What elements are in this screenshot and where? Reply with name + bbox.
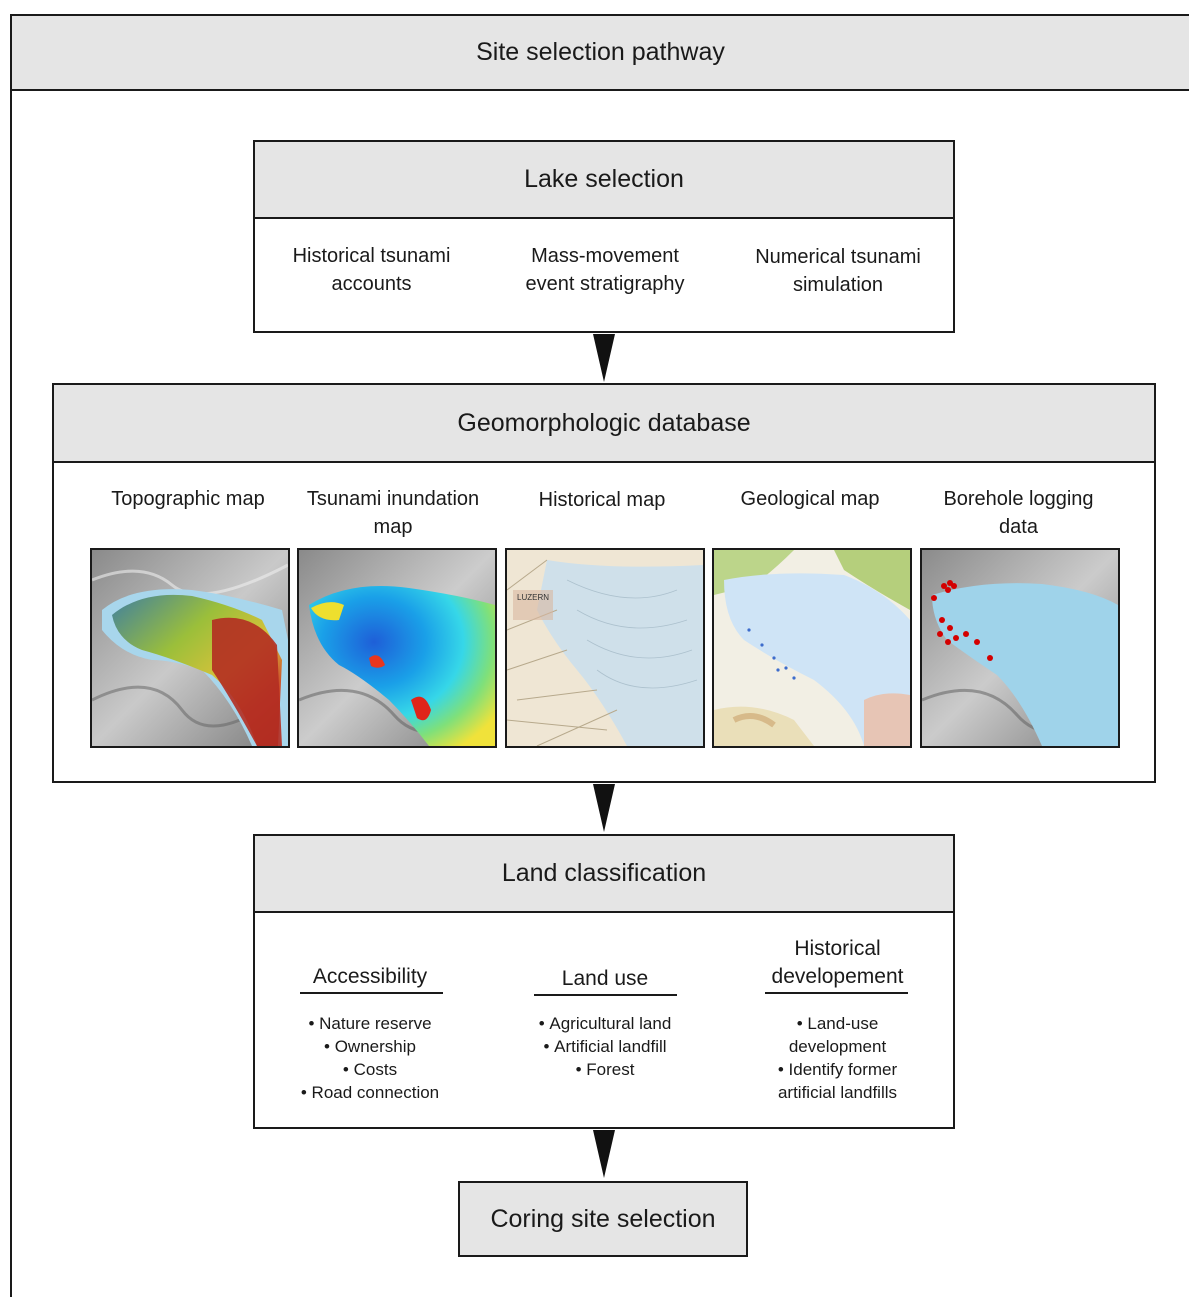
map-label-historical: Historical map xyxy=(538,489,666,511)
list-item: Ownership xyxy=(270,1035,470,1058)
coring-site-selection-box: Coring site selection xyxy=(458,1181,748,1257)
historical-development-underline xyxy=(765,992,908,994)
topographic-map-image xyxy=(90,548,290,748)
land-use-list: Agricultural land Artificial landfill Fo… xyxy=(505,1012,705,1081)
map-label-topographic: Topographic map xyxy=(111,488,265,510)
land-use-underline xyxy=(534,994,677,996)
list-item: Road connection xyxy=(270,1081,470,1104)
list-item: Forest xyxy=(505,1058,705,1081)
borehole-logging-map-image xyxy=(920,548,1120,748)
list-item: Nature reserve xyxy=(270,1012,470,1035)
accessibility-list: Nature reserve Ownership Costs Road conn… xyxy=(270,1012,470,1104)
arrow-down-icon xyxy=(593,334,615,382)
accessibility-underline xyxy=(300,992,443,994)
historical-map-image: LUZERN xyxy=(505,548,705,748)
historical-development-list: Land-use development Identify former art… xyxy=(750,1012,925,1104)
list-item: Agricultural land xyxy=(505,1012,705,1035)
geological-map-image xyxy=(712,548,912,748)
list-item: Costs xyxy=(270,1058,470,1081)
map-label-geological: Geological map xyxy=(740,488,880,510)
land-classification-title: Land classification xyxy=(255,836,953,913)
page-title: Site selection pathway xyxy=(10,14,1189,91)
lake-selection-title: Lake selection xyxy=(255,142,953,219)
land-use-heading: Land use xyxy=(561,967,649,990)
geomorphologic-database-box: Geomorphologic database Topographic map … xyxy=(52,383,1156,783)
geomorphologic-database-title: Geomorphologic database xyxy=(54,385,1154,463)
historical-map-inset-text: LUZERN xyxy=(517,593,549,602)
arrow-down-icon xyxy=(593,784,615,832)
list-item: Identify former artificial landfills xyxy=(750,1058,925,1104)
list-item: Artificial landfill xyxy=(505,1035,705,1058)
arrow-down-icon xyxy=(593,1130,615,1178)
list-item: Land-use development xyxy=(750,1012,925,1058)
land-classification-box: Land classification Accessibility Nature… xyxy=(253,834,955,1129)
outer-frame-left-edge xyxy=(10,14,12,1297)
tsunami-inundation-map-image xyxy=(297,548,497,748)
accessibility-heading: Accessibility xyxy=(312,965,428,988)
